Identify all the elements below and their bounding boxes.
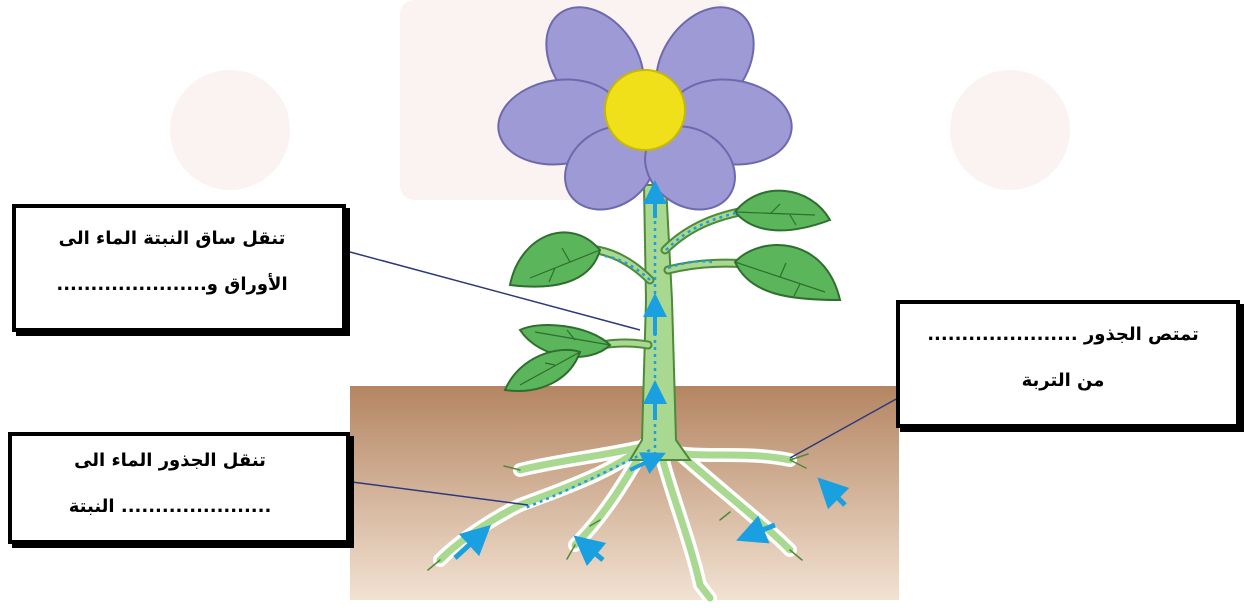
- stem-label-line2: الأوراق و......................: [26, 262, 318, 308]
- stem-label-box: تنقل ساق النبتة الماء الى الأوراق و.....…: [12, 204, 346, 332]
- root-absorb-label-line1: تمتص الجذور ......................: [910, 312, 1216, 358]
- stem-label-line1: تنقل ساق النبتة الماء الى: [26, 216, 318, 262]
- leaf-upper-left: [510, 232, 600, 286]
- leaf-upper-right: [735, 191, 830, 231]
- root-absorb-label-line2: من التربة: [910, 358, 1216, 404]
- leaf-bottom-left: [505, 350, 580, 391]
- flower-center: [605, 70, 685, 150]
- root-absorb-label-box: تمتص الجذور ...................... من ال…: [896, 300, 1240, 428]
- root-transport-label-box: تنقل الجذور الماء الى ..................…: [8, 432, 350, 544]
- root-transport-label-line2: ...................... النبتة: [22, 484, 318, 530]
- root-transport-label-line1: تنقل الجذور الماء الى: [22, 438, 318, 484]
